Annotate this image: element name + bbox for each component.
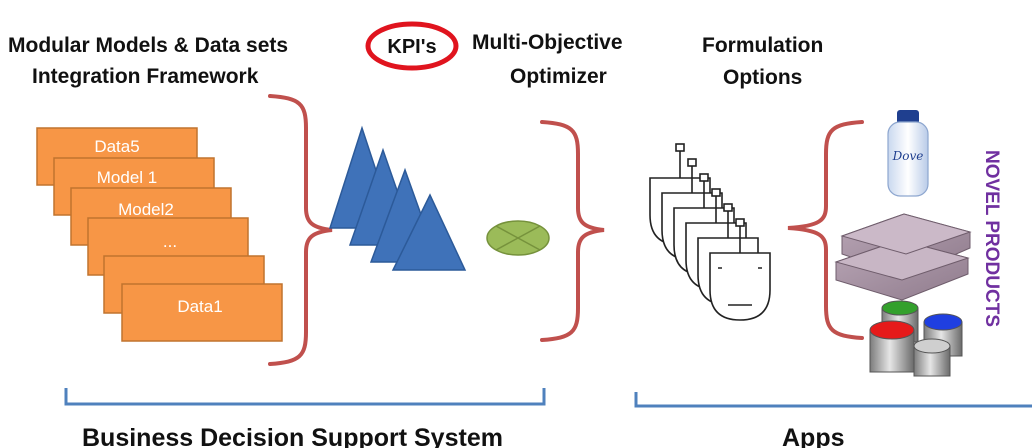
heading-optimizer-line1: Multi-Objective (472, 31, 623, 54)
stack-box-label: Model2 (118, 200, 174, 219)
stack-box-label: Data1 (177, 297, 222, 316)
stack-box-label: Model 1 (97, 168, 157, 187)
heading-formulation-line2: Options (723, 66, 802, 89)
product-slabs-image (834, 213, 972, 301)
left-curly-brace (268, 94, 333, 366)
heading-modular-line1: Modular Models & Data sets (8, 34, 288, 57)
stack-box-label: ... (163, 232, 177, 251)
optimizer-ellipse (486, 220, 550, 256)
bottom-bracket-right (634, 392, 1032, 408)
bottle-logo-text: Dove (892, 149, 924, 163)
heading-optimizer-line2: Optimizer (510, 65, 607, 88)
novel-products-label: NOVEL PRODUCTS (981, 150, 1002, 327)
stack-box: Data1 (121, 283, 283, 342)
heading-kpi: KPI's (387, 36, 436, 58)
heading-formulation-line1: Formulation (702, 34, 823, 57)
product-bottle-image: Dove (887, 110, 929, 197)
model-data-stack: Data5 Model 1 Model2 ... Data1 (36, 127, 283, 342)
middle-curly-brace (540, 120, 605, 342)
triangle-shape (391, 193, 467, 271)
stack-box-label: Data5 (94, 137, 139, 156)
bottom-bracket-left (64, 388, 546, 406)
heading-modular-line2: Integration Framework (32, 65, 259, 88)
footer-right-label: Apps (782, 424, 845, 448)
reactor-vessel (709, 218, 771, 321)
footer-left-label: Business Decision Support System (82, 424, 503, 448)
kpi-highlight-circle (365, 21, 459, 71)
kpi-triangles (328, 125, 467, 271)
right-curly-brace (787, 120, 864, 340)
reactor-vessels-icon (649, 143, 771, 321)
paint-cans-image (869, 300, 963, 377)
